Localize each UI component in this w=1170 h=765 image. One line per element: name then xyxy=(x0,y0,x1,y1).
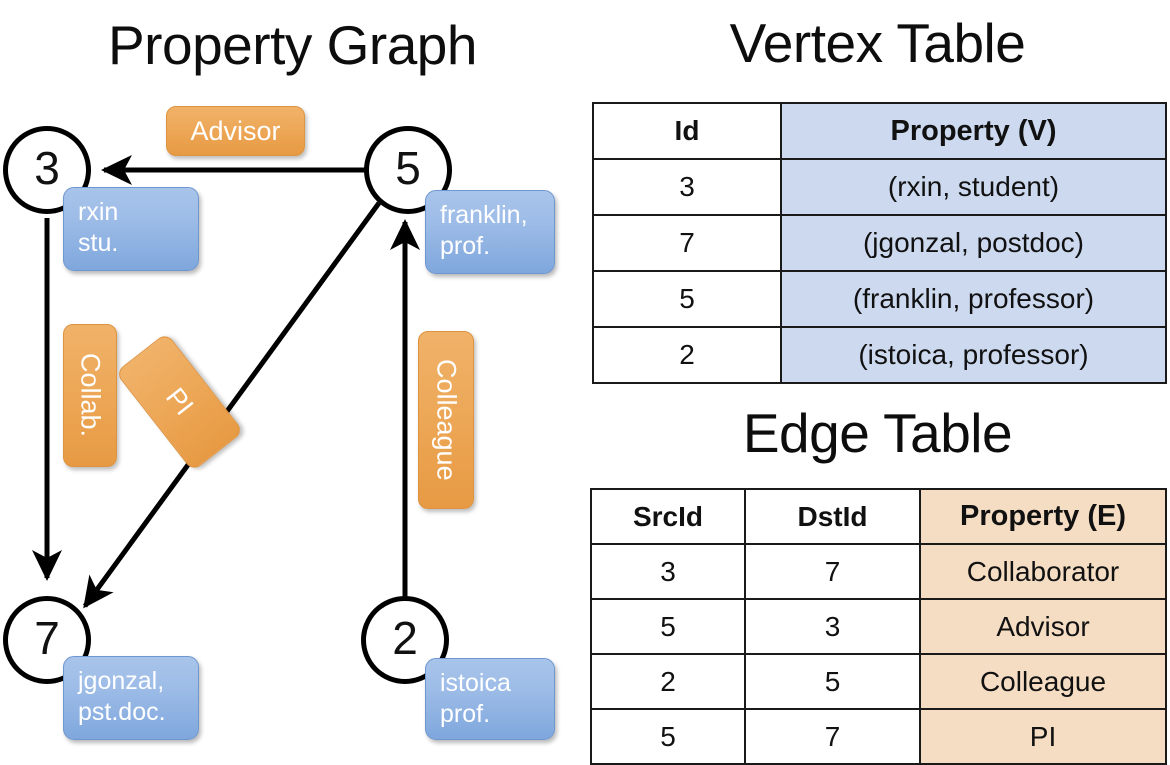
vertex-row-3-property: (istoica, professor) xyxy=(780,326,1167,384)
edge-label-advisor-text: Advisor xyxy=(190,115,281,146)
node-3-property-line-1: rxin xyxy=(78,198,119,226)
edge-table-header-srcid: SrcId xyxy=(590,488,746,545)
edge-row-1-property: Advisor xyxy=(919,598,1167,655)
vertex-row-0-id: 3 xyxy=(592,158,782,216)
edge-row-3-dstid: 7 xyxy=(744,708,921,765)
graph-edge-lines xyxy=(32,155,420,609)
table-row: 2 5 Colleague xyxy=(590,653,1167,710)
vertex-table-header-id: Id xyxy=(592,102,782,160)
node-5-property-box[interactable]: franklin, prof. xyxy=(425,190,555,274)
vertex-row-1-id: 7 xyxy=(592,214,782,272)
property-graph-diagram: 3 5 7 2 rxin stu. franklin, prof. jgonza… xyxy=(0,0,585,760)
node-7-property-box[interactable]: jgonzal, pst.doc. xyxy=(63,656,199,740)
edge-table-header-dstid: DstId xyxy=(744,488,921,545)
page-title-property-graph: Property Graph xyxy=(107,14,478,76)
edge-row-2-dstid: 5 xyxy=(744,653,921,710)
edge-table: SrcId DstId Property (E) 3 7 Collaborato… xyxy=(590,488,1167,765)
graph-node-5[interactable]: 5 xyxy=(364,126,452,214)
edge-row-0-property: Collaborator xyxy=(919,543,1167,600)
graph-node-2-label: 2 xyxy=(392,612,418,664)
edge-5-to-7-pi xyxy=(82,201,382,609)
edge-row-1-srcid: 5 xyxy=(590,598,746,655)
graph-node-3-label: 3 xyxy=(34,142,60,194)
edge-label-collab-text: Collab. xyxy=(75,353,106,438)
edge-label-colleague[interactable]: Colleague xyxy=(418,331,474,509)
node-2-property-line-2: prof. xyxy=(440,699,491,728)
table-row: 7 (jgonzal, postdoc) xyxy=(592,214,1167,272)
vertex-row-3-id: 2 xyxy=(592,326,782,384)
graph-node-5-label: 5 xyxy=(395,142,421,194)
edge-row-3-property: PI xyxy=(919,708,1167,765)
vertex-row-2-property: (franklin, professor) xyxy=(780,270,1167,328)
node-5-property-line-2: prof. xyxy=(440,231,491,260)
page-title-edge-table: Edge Table xyxy=(742,402,1013,464)
graph-node-2[interactable]: 2 xyxy=(361,596,449,684)
edge-row-3-srcid: 5 xyxy=(590,708,746,765)
vertex-row-0-property: (rxin, student) xyxy=(780,158,1167,216)
edge-row-0-srcid: 3 xyxy=(590,543,746,600)
vertex-table: Id Property (V) 3 (rxin, student) 7 (jgo… xyxy=(592,102,1167,384)
node-5-property-line-1: franklin, xyxy=(440,201,528,229)
table-row: 3 7 Collaborator xyxy=(590,543,1167,600)
node-7-property-line-1: jgonzal, xyxy=(78,667,165,695)
table-row: 3 (rxin, student) xyxy=(592,158,1167,216)
node-2-property-line-1: istoica xyxy=(440,669,511,697)
edge-label-pi-text: PI xyxy=(160,382,200,421)
table-row: 5 (franklin, professor) xyxy=(592,270,1167,328)
page-title-vertex-table: Vertex Table xyxy=(729,12,1026,74)
edge-label-colleague-text: Colleague xyxy=(431,359,462,481)
edge-label-advisor[interactable]: Advisor xyxy=(166,106,305,156)
edge-row-2-property: Colleague xyxy=(919,653,1167,710)
vertex-table-header-property: Property (V) xyxy=(780,102,1167,160)
edge-table-header-row: SrcId DstId Property (E) xyxy=(590,488,1167,545)
vertex-table-header-row: Id Property (V) xyxy=(592,102,1167,160)
graph-node-7-label: 7 xyxy=(34,612,60,664)
table-row: 5 3 Advisor xyxy=(590,598,1167,655)
node-3-property-box[interactable]: rxin stu. xyxy=(63,187,199,271)
table-row: 5 7 PI xyxy=(590,708,1167,765)
node-3-property-line-2: stu. xyxy=(78,228,119,257)
edge-row-1-dstid: 3 xyxy=(744,598,921,655)
vertex-row-1-property: (jgonzal, postdoc) xyxy=(780,214,1167,272)
vertex-row-2-id: 5 xyxy=(592,270,782,328)
table-row: 2 (istoica, professor) xyxy=(592,326,1167,384)
node-7-property-line-2: pst.doc. xyxy=(78,697,166,726)
node-2-property-box[interactable]: istoica prof. xyxy=(425,658,555,740)
edge-row-0-dstid: 7 xyxy=(744,543,921,600)
edge-label-collab[interactable]: Collab. xyxy=(63,324,117,467)
edge-row-2-srcid: 2 xyxy=(590,653,746,710)
edge-table-header-property: Property (E) xyxy=(919,488,1167,545)
